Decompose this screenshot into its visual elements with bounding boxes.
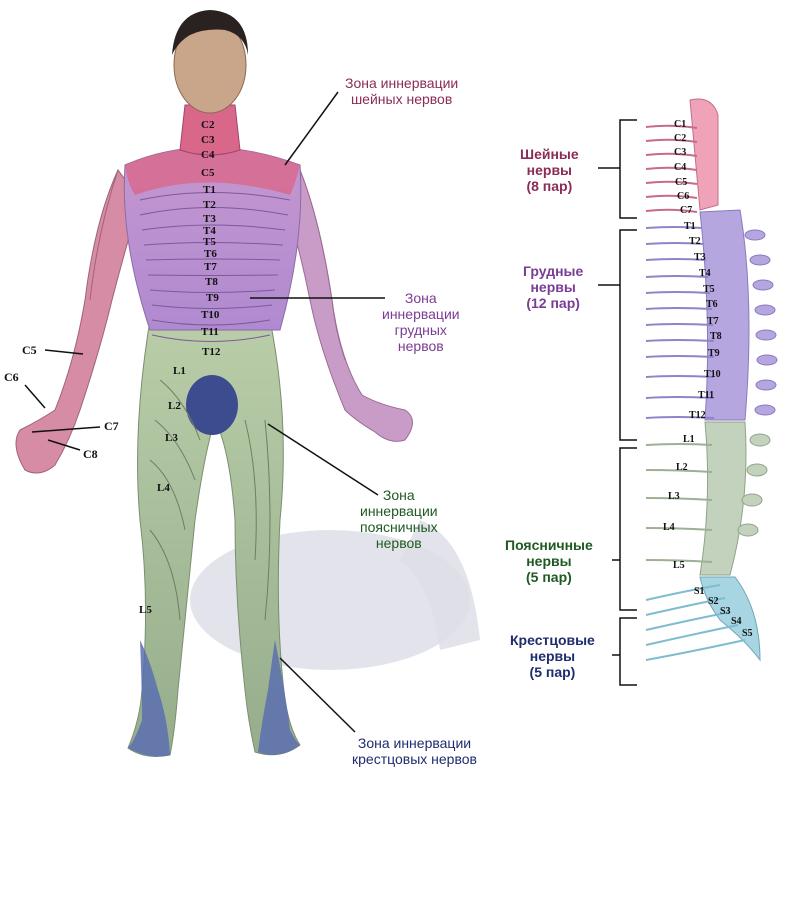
lumbar-group-line-1: Поясничные	[505, 537, 593, 553]
body-label-t8: T8	[205, 277, 218, 288]
sacral-zone-line-1: Зона иннервации	[352, 735, 477, 751]
body-label-c3: C3	[201, 135, 214, 146]
body-label-t3: T3	[203, 214, 216, 225]
spine-label-t9: T9	[708, 349, 720, 359]
spine-label-l1: L1	[683, 435, 695, 445]
spine-label-t7: T7	[707, 317, 719, 327]
body-label-t1: T1	[203, 185, 216, 196]
spine-label-c3: C3	[674, 148, 686, 158]
spine-label-c2: C2	[674, 134, 686, 144]
body-label-t5: T5	[203, 237, 216, 248]
lumbar-zone-line-2: иннервации	[360, 503, 438, 519]
spine-label-c5: C5	[675, 178, 687, 188]
lumbar-group-line-3: (5 пар)	[505, 569, 593, 585]
lumbar-zone-line-1: Зона	[360, 487, 438, 503]
body-label-t9: T9	[206, 293, 219, 304]
spine-label-s2: S2	[708, 597, 719, 607]
head	[172, 10, 248, 113]
sacral-group-line-1: Крестцовые	[510, 632, 595, 648]
cervical-leader	[285, 92, 338, 165]
sacral-group-line-3: (5 пар)	[510, 664, 595, 680]
spine-label-s5: S5	[742, 629, 753, 639]
spine-label-l5: L5	[673, 561, 685, 571]
spine-label-s4: S4	[731, 617, 742, 627]
spine-label-c6: C6	[677, 192, 689, 202]
body-label-t12: T12	[202, 347, 220, 358]
spine-label-c7: C7	[680, 206, 692, 216]
body-label-t10: T10	[201, 310, 219, 321]
leg-label-l3: L3	[165, 433, 178, 444]
body-label-c4: C4	[201, 150, 214, 161]
cervical-zone-callout: Зона иннервации шейных нервов	[345, 75, 458, 107]
spine-brackets	[598, 120, 637, 685]
arm-label-c5: C5	[22, 343, 37, 358]
leg-label-l4: L4	[157, 483, 170, 494]
lumbar-group-line-2: нервы	[505, 553, 593, 569]
body-label-t11: T11	[201, 327, 219, 338]
thoracic-group-line-3: (12 пар)	[523, 295, 583, 311]
thoracic-group-line-1: Грудные	[523, 263, 583, 279]
leg-label-l5: L5	[139, 605, 152, 616]
thoracic-zone-line-4: нервов	[382, 338, 460, 354]
arm-label-c8: C8	[83, 447, 98, 462]
sacral-zone-callout: Зона иннервации крестцовых нервов	[352, 735, 477, 767]
spine-label-c4: C4	[674, 163, 686, 173]
spine-label-t4: T4	[699, 269, 711, 279]
spine-label-t11: T11	[698, 391, 714, 401]
cervical-group-line-1: Шейные	[520, 146, 579, 162]
spine-label-s1: S1	[694, 587, 705, 597]
cervical-zone-line-1: Зона иннервации	[345, 75, 458, 91]
spine-label-t12: T12	[689, 411, 706, 421]
legs	[128, 320, 300, 756]
leg-label-l1: L1	[173, 366, 186, 377]
cervical-zone-line-2: шейных нервов	[345, 91, 458, 107]
leg-label-l2: L2	[168, 401, 181, 412]
body-label-t7: T7	[204, 262, 217, 273]
arm-label-c6: C6	[4, 370, 19, 385]
spine-label-t5: T5	[703, 285, 715, 295]
arm-c6-leader	[25, 385, 45, 408]
thoracic-group-line-2: нервы	[523, 279, 583, 295]
lumbar-group-label: Поясничные нервы (5 пар)	[505, 537, 593, 585]
arm-label-c7: C7	[104, 419, 119, 434]
sacral-group-line-2: нервы	[510, 648, 595, 664]
lumbar-zone-line-4: нервов	[360, 535, 438, 551]
cervical-group-label: Шейные нервы (8 пар)	[520, 146, 579, 194]
lumbar-zone-callout: Зона иннервации поясничных нервов	[360, 487, 438, 551]
spine-label-c1: C1	[674, 120, 686, 130]
spine-label-l4: L4	[663, 523, 675, 533]
spine-label-l2: L2	[676, 463, 688, 473]
lumbar-zone-line-3: поясничных	[360, 519, 438, 535]
spine-label-t10: T10	[704, 370, 721, 380]
spine-label-t8: T8	[710, 332, 722, 342]
spine-label-t3: T3	[694, 253, 706, 263]
lumbar-leader	[268, 424, 378, 495]
spine-label-s3: S3	[720, 607, 731, 617]
cervical-group-line-3: (8 пар)	[520, 178, 579, 194]
spine-label-t2: T2	[689, 237, 701, 247]
spine-label-t6: T6	[706, 300, 718, 310]
thoracic-zone-line-3: грудных	[382, 322, 460, 338]
spine-label-l3: L3	[668, 492, 680, 502]
cervical-group-line-2: нервы	[520, 162, 579, 178]
thoracic-group-label: Грудные нервы (12 пар)	[523, 263, 583, 311]
spine-label-t1: T1	[684, 222, 696, 232]
thoracic-zone-line-1: Зона	[382, 290, 460, 306]
body-label-t6: T6	[204, 249, 217, 260]
sacral-zone-line-2: крестцовых нервов	[352, 751, 477, 767]
thoracic-zone-line-2: иннервации	[382, 306, 460, 322]
body-label-c2: C2	[201, 120, 214, 131]
body-label-c5: C5	[201, 168, 214, 179]
thoracic-zone-callout: Зона иннервации грудных нервов	[382, 290, 460, 354]
sacral-group-label: Крестцовые нервы (5 пар)	[510, 632, 595, 680]
body-label-t2: T2	[203, 200, 216, 211]
